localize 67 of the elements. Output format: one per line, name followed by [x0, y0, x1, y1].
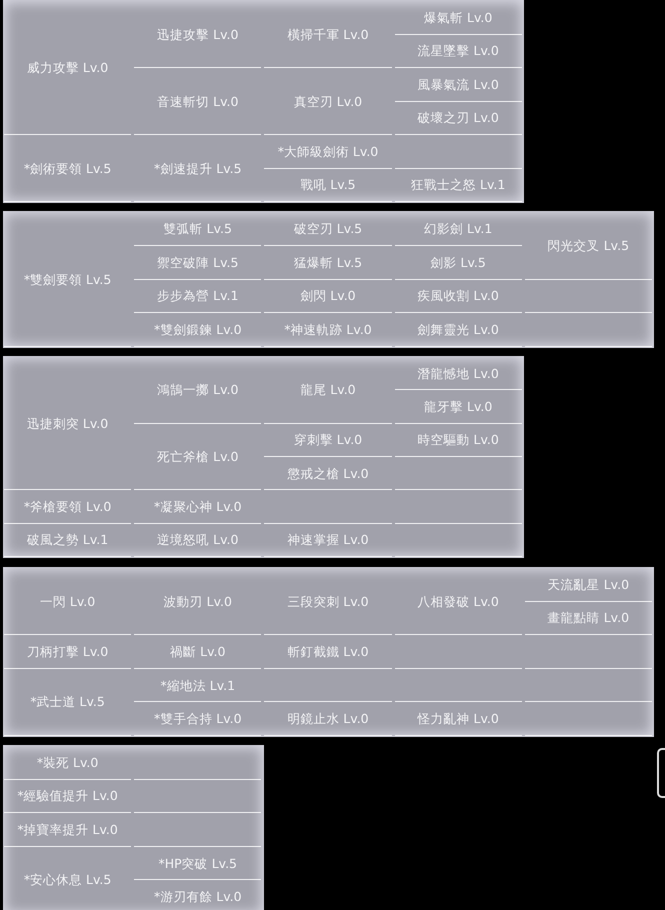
- skill-name: 懲戒之槍 Lv.0: [287, 466, 369, 481]
- skill-name: *掉寶率提升 Lv.0: [17, 822, 118, 837]
- skill-panel: [3, 211, 654, 348]
- skill-name: *劍術要領 Lv.5: [24, 160, 112, 176]
- skill-name: 禍斷 Lv.0: [170, 644, 226, 659]
- skill-name: 八相發破 Lv.0: [418, 594, 499, 609]
- skill-name: *縮地法 Lv.1: [160, 678, 236, 693]
- skill-name: 猛爆斬 Lv.5: [294, 254, 362, 270]
- skill-name: 龍牙擊 Lv.0: [424, 398, 492, 414]
- skill-name: 破風之勢 Lv.1: [26, 532, 108, 548]
- skill-name: 橫掃千軍 Lv.0: [287, 26, 369, 42]
- skill-name: 畫龍點睛 Lv.0: [548, 610, 630, 626]
- skill-name: 波動刃 Lv.0: [164, 594, 232, 609]
- skill-name: 步步為營 Lv.1: [157, 288, 238, 304]
- skill-name: 破空刃 Lv.5: [294, 220, 362, 236]
- skill-name: *凝聚心神 Lv.0: [154, 498, 242, 514]
- skill-name: *HP突破 Lv.5: [158, 856, 238, 871]
- skill-name: 神速掌握 Lv.0: [287, 532, 369, 548]
- skill-panel: [3, 745, 264, 910]
- skill-name: *雙劍鍛鍊 Lv.0: [154, 322, 242, 338]
- skill-name: *武士道 Lv.5: [30, 694, 105, 710]
- skill-name: 鴻鵠一擲 Lv.0: [157, 382, 238, 398]
- skill-name: 雙弧斬 Lv.5: [164, 220, 232, 236]
- skill-name: 潛龍憾地 Lv.0: [418, 366, 499, 381]
- skill-name: 疾風收割 Lv.0: [418, 288, 499, 304]
- skill-name: *劍速提升 Lv.5: [154, 160, 242, 176]
- skill-name: 禦空破陣 Lv.5: [157, 254, 238, 270]
- skill-name: *雙手合持 Lv.0: [154, 711, 242, 726]
- skill-name: 斬釘截鐵 Lv.0: [287, 644, 369, 659]
- skill-name: 明鏡止水 Lv.0: [287, 711, 369, 726]
- skill-name: 三段突刺 Lv.0: [287, 594, 369, 609]
- skill-name: 狂戰士之怒 Lv.1: [411, 177, 506, 192]
- skill-name: 風暴氣流 Lv.0: [418, 76, 499, 92]
- skill-name: *游刃有餘 Lv.0: [154, 889, 242, 904]
- skill-name: 劍影 Lv.5: [430, 254, 486, 270]
- skill-name: 劍舞靈光 Lv.0: [418, 322, 499, 338]
- skill-panel: [3, 0, 524, 203]
- skill-panel: [3, 567, 654, 737]
- skill-name: 刀柄打擊 Lv.0: [26, 644, 108, 659]
- skill-name: 一閃 Lv.0: [40, 594, 96, 609]
- skill-name: *神速軌跡 Lv.0: [284, 322, 372, 338]
- skill-name: 劍閃 Lv.0: [300, 288, 356, 304]
- skill-name: *雙劍要領 Lv.5: [24, 272, 112, 286]
- skill-name: 死亡斧槍 Lv.0: [157, 448, 238, 464]
- skill-name: 戰吼 Lv.5: [300, 177, 356, 192]
- skill-name: 威力攻擊 Lv.0: [26, 60, 108, 75]
- skill-name: *裝死 Lv.0: [36, 754, 98, 770]
- skill-name: 音速斬切 Lv.0: [157, 94, 238, 108]
- skill-name: 怪力亂神 Lv.0: [418, 711, 499, 726]
- skill-name: 爆氣斬 Lv.0: [424, 10, 492, 25]
- skill-name: 真空刃 Lv.0: [294, 94, 362, 108]
- skill-name: 天流亂星 Lv.0: [548, 576, 630, 592]
- skill-name: *斧槍要領 Lv.0: [24, 498, 112, 514]
- skill-name: 流星墜擊 Lv.0: [418, 43, 499, 58]
- skill-name: 幻影劍 Lv.1: [424, 220, 492, 236]
- skill-name: 穿刺擊 Lv.0: [294, 432, 362, 448]
- skill-name: 龍尾 Lv.0: [300, 382, 356, 398]
- skill-name: 破壞之刃 Lv.0: [418, 110, 499, 126]
- skill-name: 迅捷攻擊 Lv.0: [157, 26, 238, 42]
- skill-name: *經驗值提升 Lv.0: [17, 788, 118, 804]
- skill-name: 迅捷刺突 Lv.0: [26, 416, 108, 431]
- skill-name: 逆境怒吼 Lv.0: [157, 532, 238, 548]
- skill-name: 閃光交叉 Lv.5: [548, 238, 630, 253]
- skill-name: *安心休息 Lv.5: [24, 872, 112, 888]
- skill-name: *大師級劍術 Lv.0: [278, 144, 378, 159]
- skill-panel: [3, 356, 524, 558]
- skill-name: 時空驅動 Lv.0: [418, 432, 499, 448]
